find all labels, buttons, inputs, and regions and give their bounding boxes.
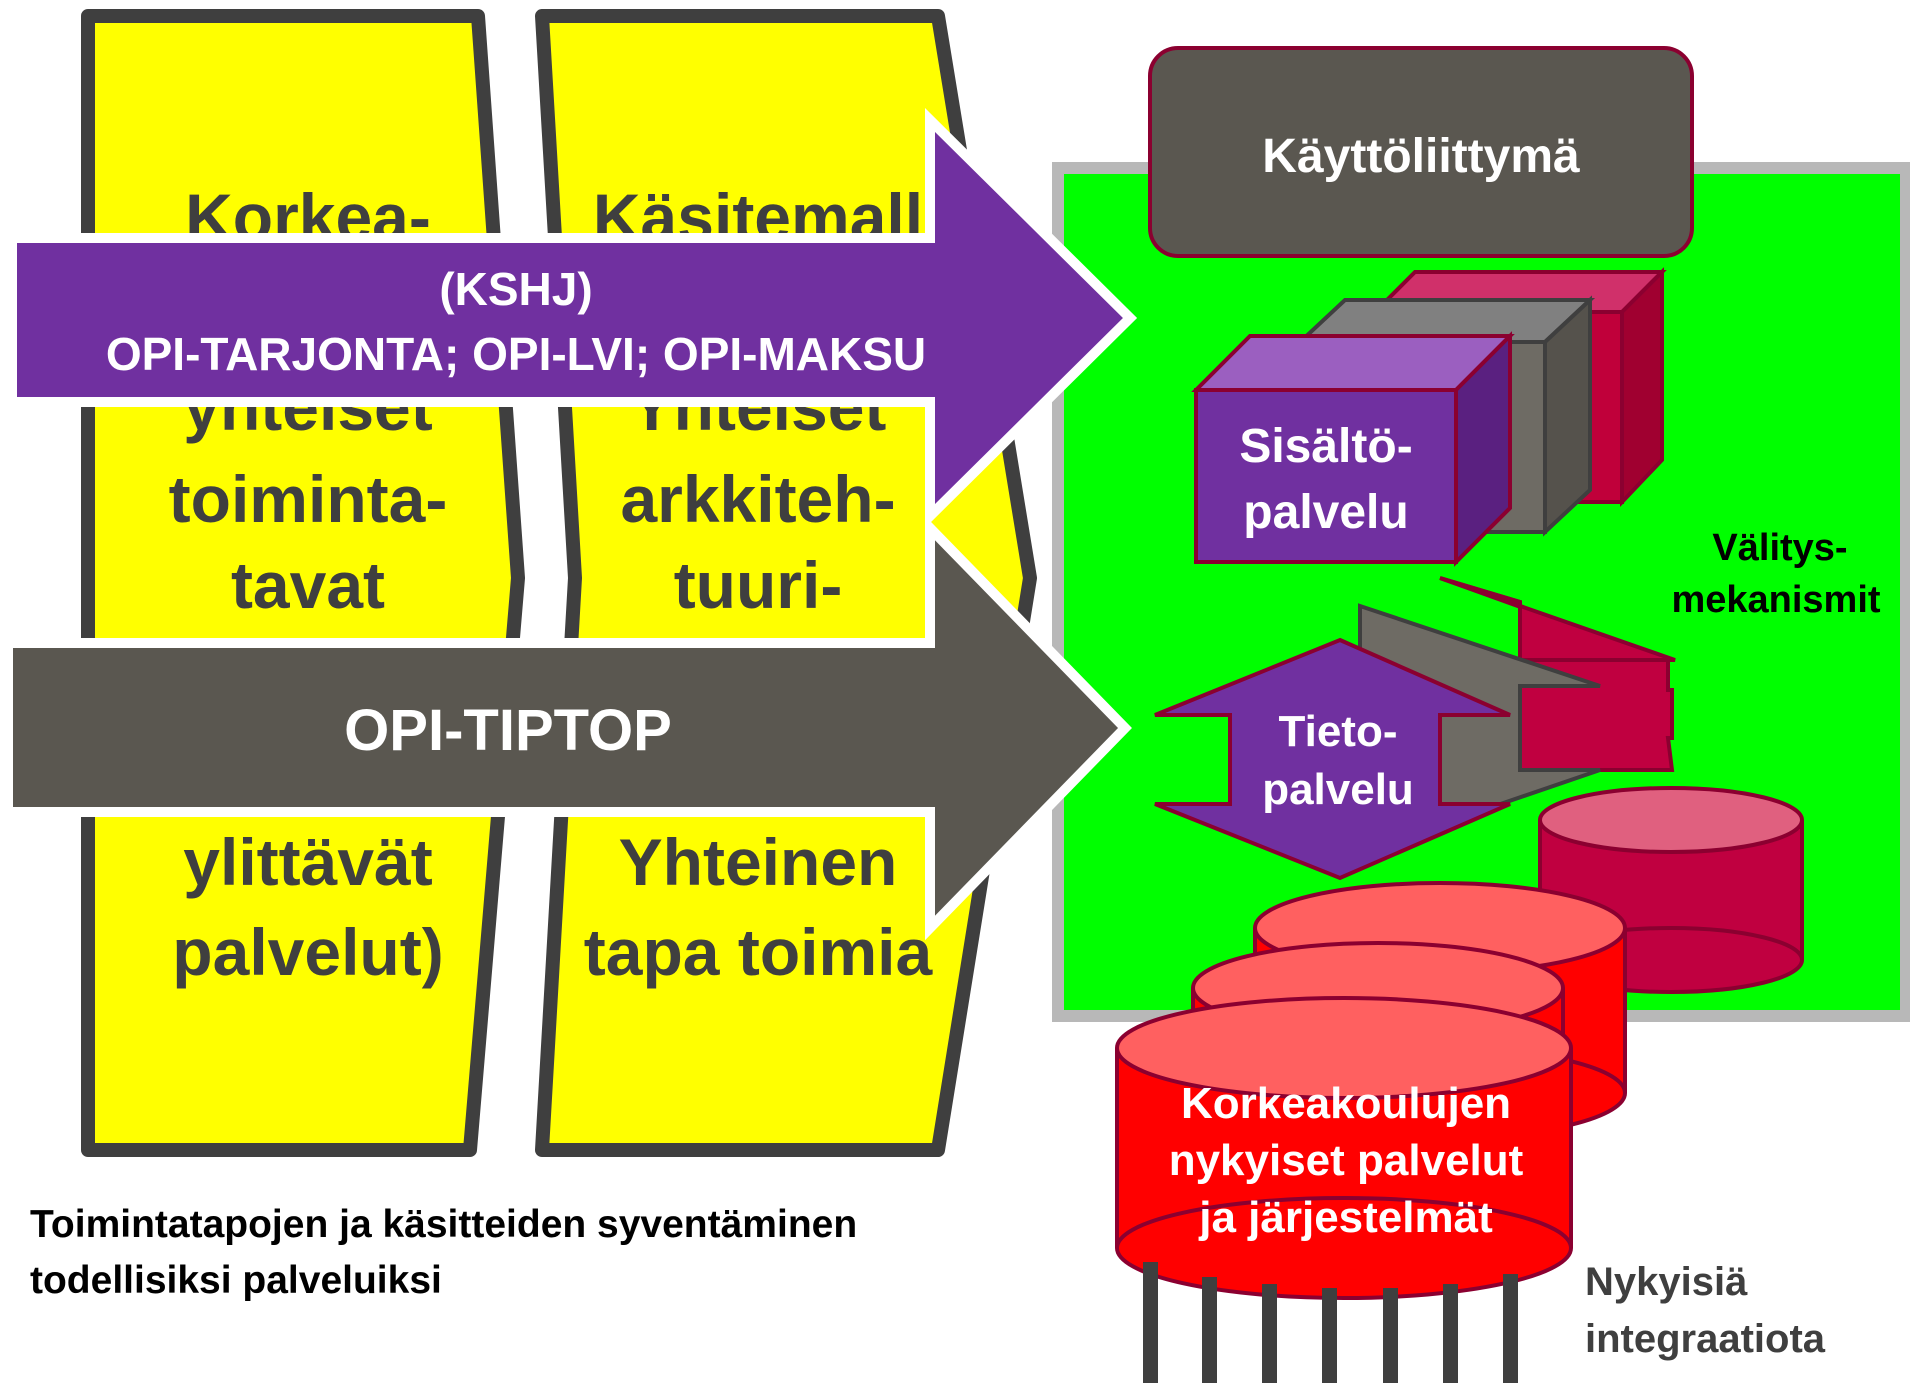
left-chevron-line5: tavat	[231, 548, 385, 622]
left-chevron-line7: ylittävät	[183, 825, 432, 899]
data-service-line1: Tieto-	[1279, 707, 1398, 756]
integration-post	[1443, 1284, 1458, 1383]
integration-post	[1322, 1288, 1337, 1383]
data-service-line2: palvelu	[1262, 765, 1414, 814]
brokerage-line2: mekanismit	[1671, 579, 1880, 621]
content-service-cube-front	[1191, 331, 1515, 567]
caption-line2: todellisiksi palveluiksi	[30, 1259, 442, 1302]
integration-post	[1503, 1274, 1518, 1383]
integrations-line1: Nykyisiä	[1585, 1260, 1748, 1304]
right-chevron-line7: Yhteinen	[619, 825, 898, 899]
user-interface-label: Käyttöliittymä	[1262, 130, 1580, 183]
data-service-arrow-front	[1154, 637, 1511, 881]
systems-line1: Korkeakoulujen	[1181, 1079, 1511, 1128]
purple-arrow-line1: (KSHJ)	[439, 263, 592, 315]
right-chevron-line8: tapa toimia	[584, 915, 934, 989]
content-service-line2: palvelu	[1243, 486, 1408, 539]
user-interface-box	[1148, 46, 1694, 258]
brokerage-line1: Välitys-	[1712, 527, 1847, 569]
content-service-line1: Sisältö-	[1239, 420, 1412, 473]
integration-post	[1143, 1262, 1158, 1383]
systems-line3: ja järjestelmät	[1198, 1193, 1493, 1242]
right-chevron-line5: tuuri-	[674, 548, 843, 622]
gray-arrow-label: OPI-TIPTOP	[344, 698, 672, 763]
left-chevron-line4: toiminta-	[169, 462, 448, 536]
right-chevron-line4: arkkiteh-	[620, 462, 895, 536]
left-chevron-line8: palvelut)	[172, 915, 443, 989]
integration-post	[1262, 1284, 1277, 1383]
integration-post	[1383, 1288, 1398, 1383]
systems-line2: nykyiset palvelut	[1169, 1136, 1524, 1185]
gray-arrow	[3, 515, 1132, 941]
integrations-line2: integraatiota	[1585, 1317, 1826, 1361]
integration-posts	[1143, 1262, 1518, 1383]
purple-arrow	[7, 108, 1138, 528]
cylinder-red-front	[1115, 996, 1573, 1300]
integration-post	[1202, 1277, 1217, 1383]
caption-line1: Toimintatapojen ja käsitteiden syventämi…	[30, 1203, 857, 1246]
purple-arrow-line2: OPI-TARJONTA; OPI-LVI; OPI-MAKSU	[106, 328, 926, 380]
